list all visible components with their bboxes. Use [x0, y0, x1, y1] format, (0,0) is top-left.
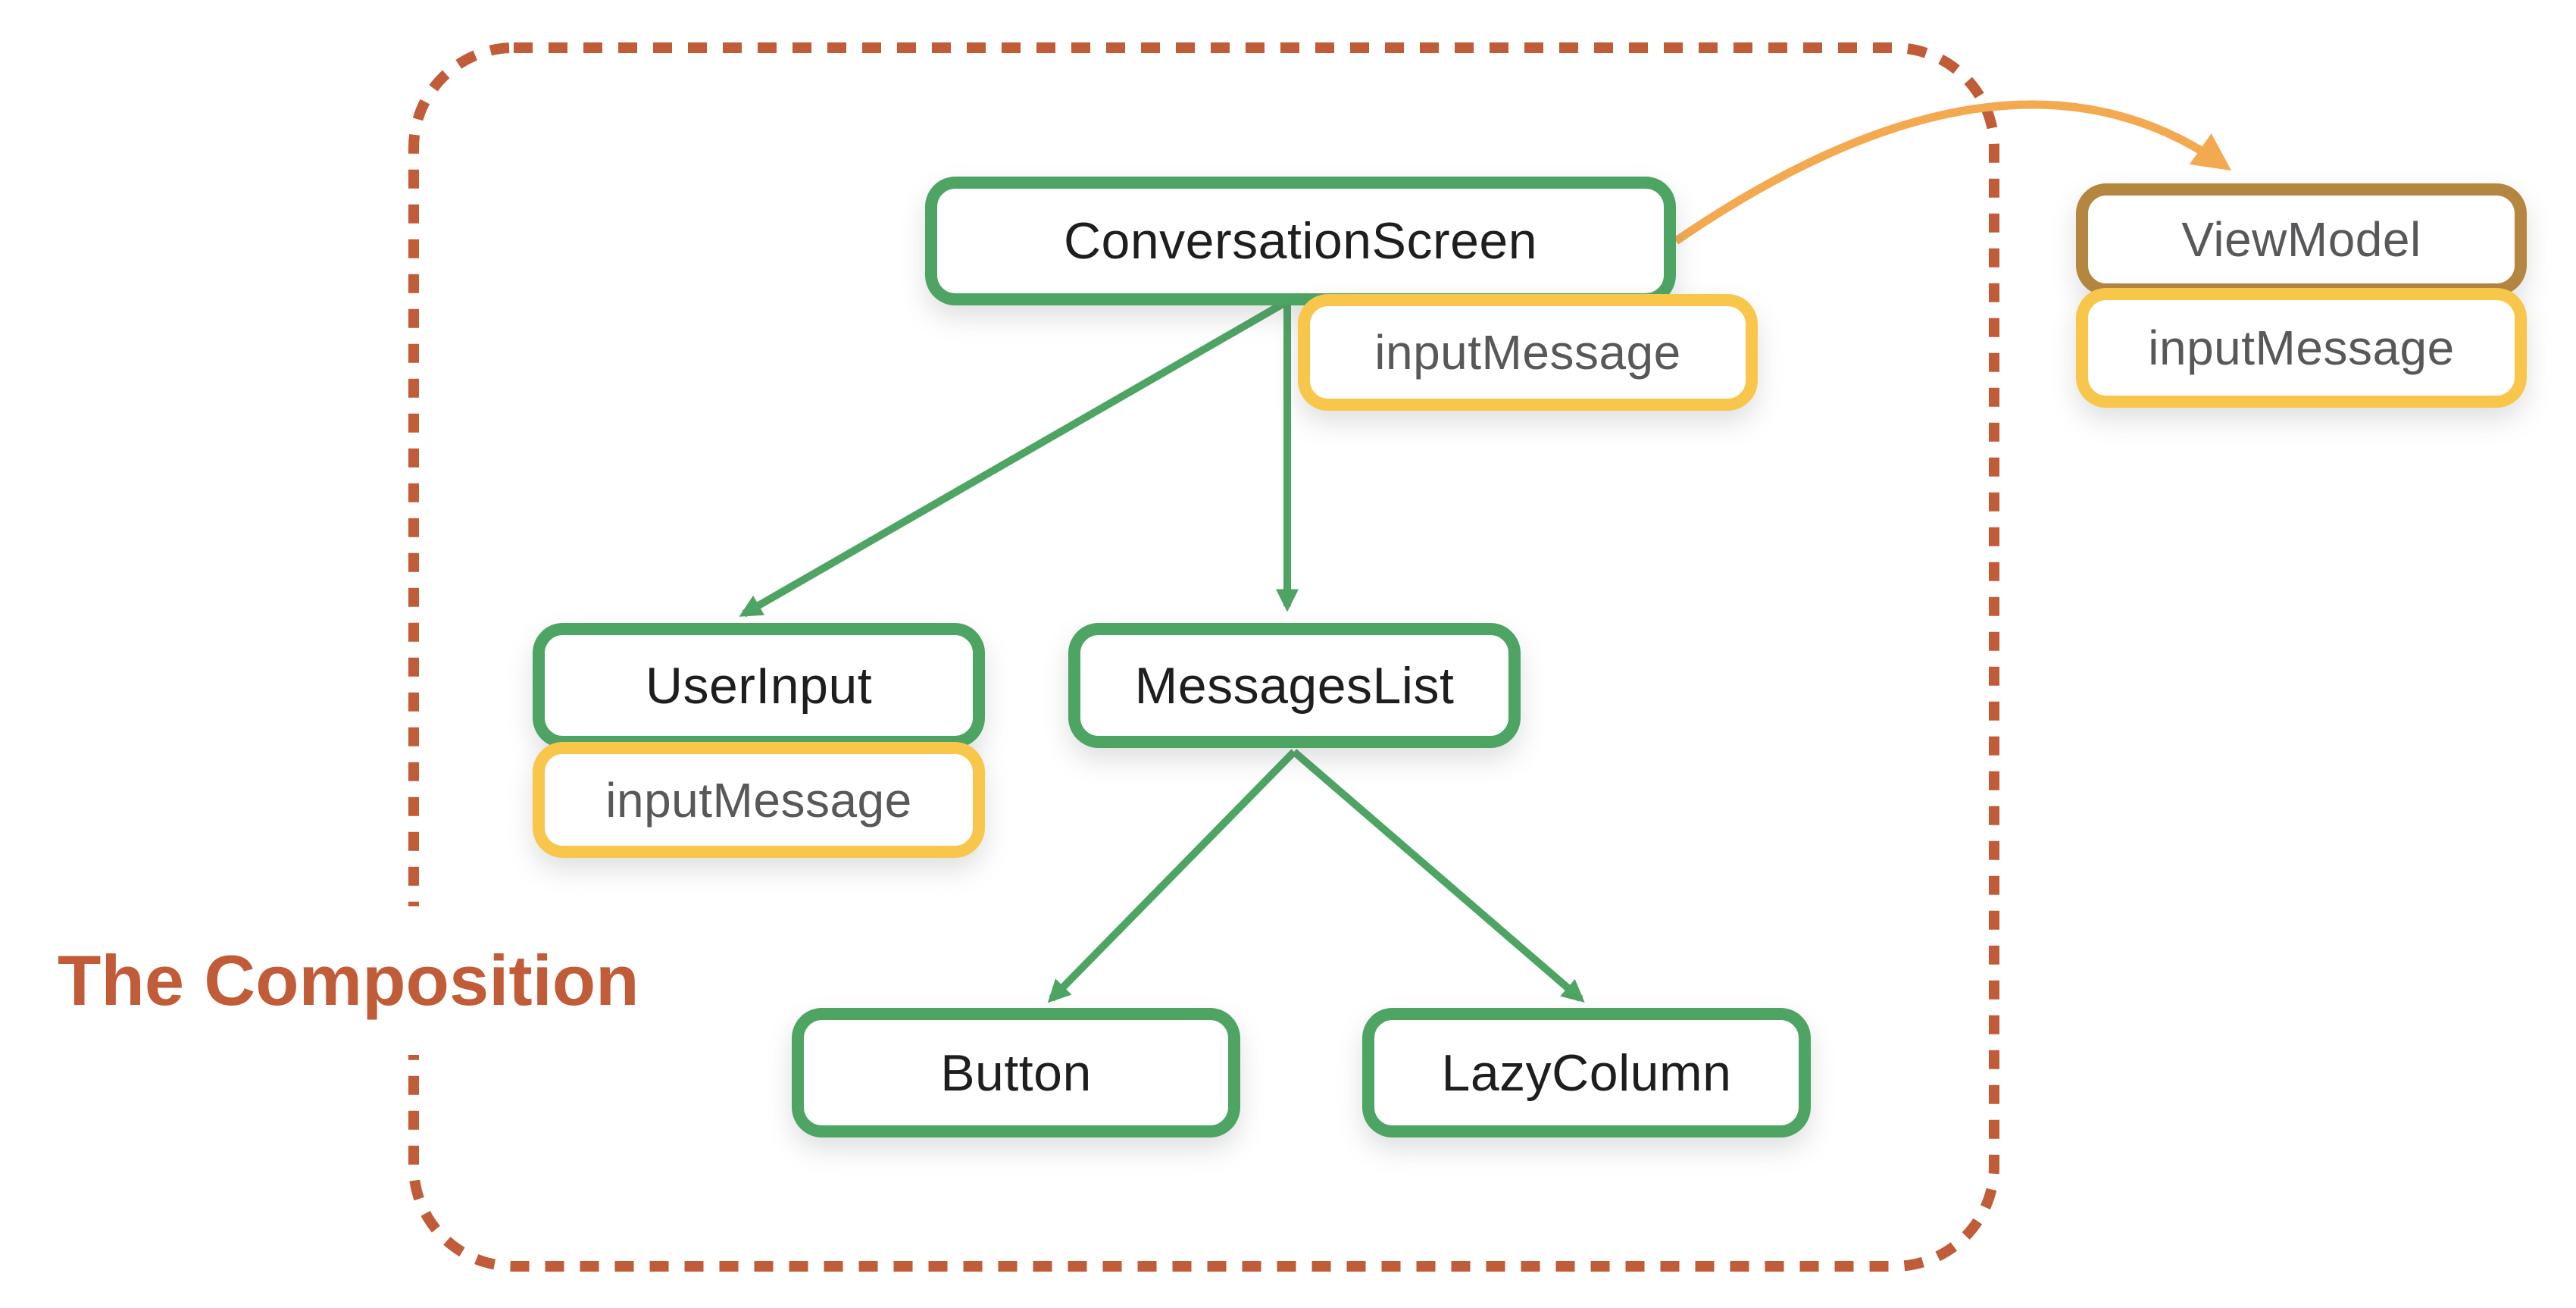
state-badge-label: inputMessage — [2148, 321, 2455, 375]
node-button-label: Button — [940, 1044, 1092, 1102]
node-viewmodel: ViewModel — [2076, 183, 2527, 296]
node-lazycolumn: LazyColumn — [1362, 1008, 1811, 1137]
edge-messageslist-button — [1047, 749, 1297, 1003]
state-badge-conversationscreen-inputmessage: inputMessage — [1298, 294, 1758, 411]
node-lazycolumn-label: LazyColumn — [1441, 1044, 1732, 1102]
node-button: Button — [792, 1008, 1240, 1137]
node-userinput: UserInput — [533, 623, 985, 748]
edge-conversationscreen-userinput — [739, 299, 1286, 618]
state-badge-userinput-inputmessage: inputMessage — [533, 742, 985, 858]
node-messageslist: MessagesList — [1068, 623, 1521, 748]
node-messageslist-label: MessagesList — [1134, 656, 1455, 715]
node-viewmodel-label: ViewModel — [2181, 212, 2421, 267]
state-badge-label: inputMessage — [1374, 325, 1681, 380]
node-conversationscreen: ConversationScreen — [925, 177, 1676, 305]
edge-messageslist-lazycolumn — [1291, 749, 1585, 1003]
composition-title: The Composition — [48, 906, 659, 1055]
node-conversationscreen-label: ConversationScreen — [1063, 212, 1538, 270]
node-userinput-label: UserInput — [645, 656, 873, 715]
state-badge-viewmodel-inputmessage: inputMessage — [2076, 288, 2527, 408]
state-badge-label: inputMessage — [605, 772, 912, 828]
edge-conversationscreen-viewmodel — [1673, 100, 2232, 245]
